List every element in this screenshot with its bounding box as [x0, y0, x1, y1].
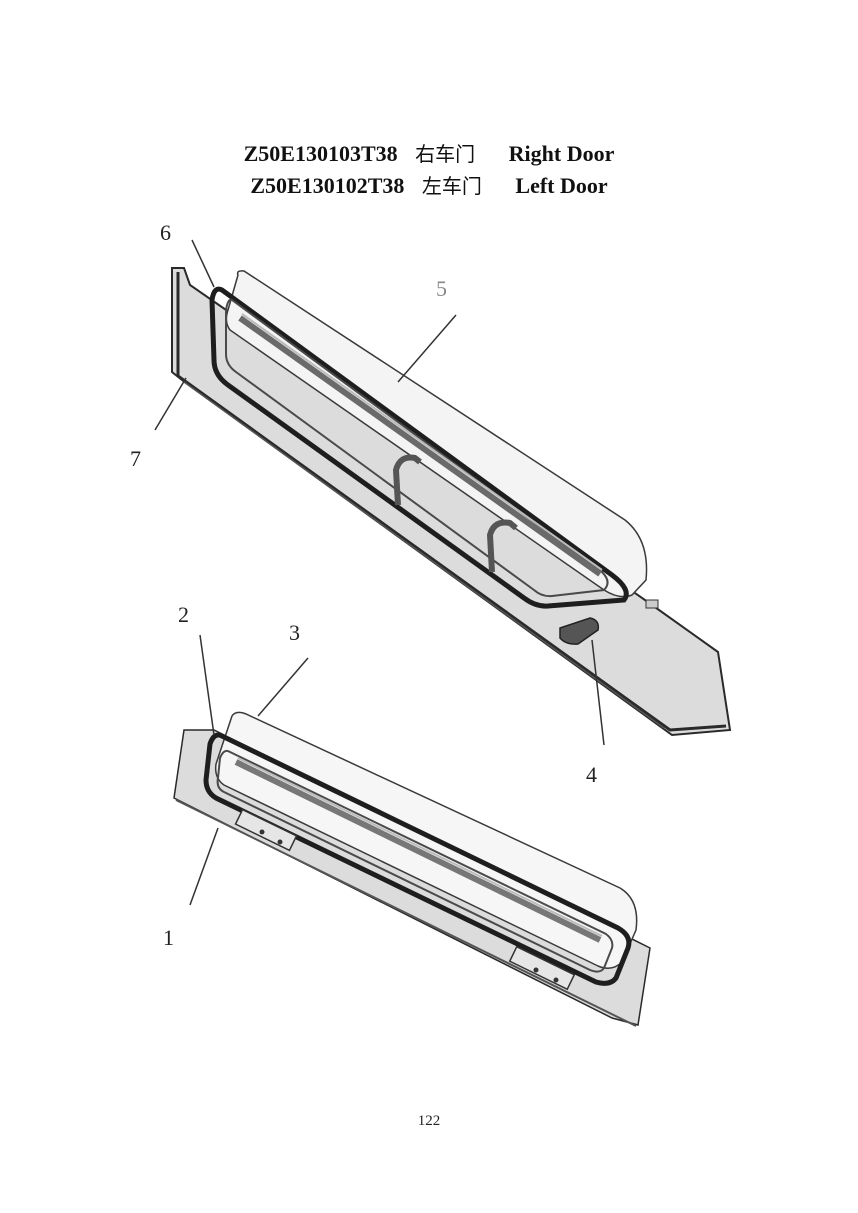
callout-number: 4	[586, 762, 597, 787]
callout-number: 5	[436, 276, 447, 301]
glass-bracket	[392, 454, 422, 506]
window-seal-inner	[225, 298, 609, 598]
callout-number: 3	[289, 620, 300, 645]
part-number: Z50E130102T38	[250, 173, 405, 198]
lower-door-assembly	[173, 711, 651, 1027]
english-name: Right Door	[508, 141, 615, 166]
page-number: 122	[417, 1113, 441, 1129]
door-panel-bottom-edge	[183, 381, 665, 729]
english-name: Left Door	[515, 173, 608, 198]
chinese-name: 右车门	[415, 142, 476, 166]
callout-number: 6	[160, 220, 171, 245]
hinge-pin	[645, 599, 659, 609]
door-panel-bottom-edge	[175, 799, 637, 1027]
callout-number: 2	[178, 602, 189, 627]
title-line-right-door: Z50E130103T38 右车门 Right Door	[0, 138, 858, 170]
chinese-name: 左车门	[421, 174, 482, 198]
window-rail	[234, 759, 602, 943]
window-rail-highlight	[237, 757, 603, 937]
door-panel-edge	[176, 272, 727, 732]
hinge	[508, 945, 576, 991]
leader-lines-lower	[189, 634, 309, 906]
window-seal-outer	[209, 286, 629, 609]
leader-lines-upper	[154, 239, 605, 746]
page-title: Z50E130103T38 右车门 Right Door Z50E130102T…	[0, 138, 858, 202]
door-handle	[559, 617, 600, 645]
window-seal-outer	[203, 732, 632, 986]
glass-pane	[225, 270, 648, 598]
hinge	[234, 808, 298, 852]
callout-number: 1	[163, 925, 174, 950]
part-number: Z50E130103T38	[243, 141, 398, 166]
glass-bracket	[486, 519, 518, 573]
callout-number: 7	[130, 446, 141, 471]
upper-door-assembly	[171, 267, 732, 737]
window-rail	[238, 315, 602, 577]
window-seal-inner	[216, 749, 614, 973]
title-line-left-door: Z50E130102T38 左车门 Left Door	[0, 170, 858, 202]
window-rail-highlight	[241, 313, 603, 571]
